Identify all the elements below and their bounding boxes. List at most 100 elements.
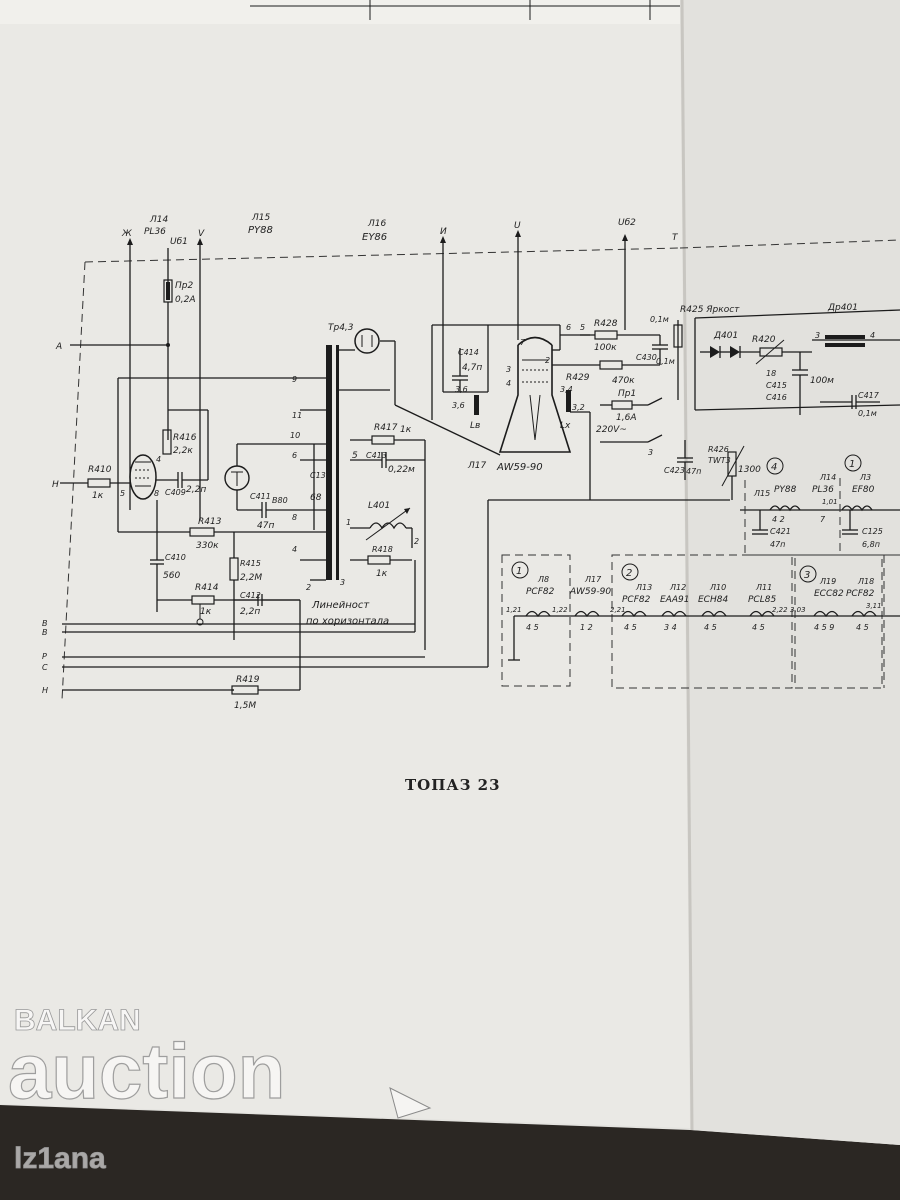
svg-text:2,2к: 2,2к [173, 446, 193, 456]
svg-text:2,2п: 2,2п [240, 607, 260, 617]
svg-text:Др401: Др401 [827, 303, 858, 313]
svg-text:1,5М: 1,5М [234, 701, 256, 711]
mains-switch: 220V~ 3 [596, 425, 663, 457]
svg-text:4 2: 4 2 [772, 515, 785, 524]
svg-text:Пр2: Пр2 [175, 281, 193, 291]
svg-text:C412: C412 [240, 591, 261, 600]
svg-text:ECH84: ECH84 [698, 595, 728, 605]
paper-right-panel [680, 0, 900, 1145]
svg-text:Л8: Л8 [537, 575, 549, 584]
svg-text:1,01: 1,01 [822, 498, 838, 506]
svg-text:С: С [42, 663, 48, 672]
capacitor-c417: C417 0,1м [820, 391, 880, 418]
svg-text:68: 68 [310, 493, 322, 503]
watermark-main: auction [8, 1027, 285, 1115]
svg-text:Л12: Л12 [669, 583, 686, 592]
svg-text:R428: R428 [594, 319, 618, 329]
tube-pl36: 5 4 8 [120, 454, 161, 500]
resistor-r428: R428 100к 6 5 [566, 319, 660, 353]
svg-text:0,1м: 0,1м [858, 409, 877, 418]
svg-text:Л15: Л15 [753, 489, 770, 498]
svg-text:R414: R414 [195, 583, 219, 593]
linearity-label-2: по хоризонтала [306, 616, 389, 627]
svg-text:4 5: 4 5 [704, 623, 717, 632]
chassis-border [84, 247, 681, 263]
resistor-r413: R413 330к [118, 517, 300, 551]
svg-text:7: 7 [520, 338, 526, 347]
svg-text:4: 4 [506, 379, 511, 388]
svg-text:1 2: 1 2 [580, 623, 593, 632]
svg-text:100м: 100м [810, 376, 834, 386]
svg-text:470к: 470к [612, 376, 635, 386]
svg-text:AW59-90: AW59-90 [569, 587, 611, 597]
resistor-r426: R426 TWT3 1300 [708, 445, 761, 500]
svg-text:C416: C416 [766, 393, 787, 402]
svg-text:1,21: 1,21 [506, 606, 522, 614]
svg-text:3: 3 [340, 578, 345, 587]
capacitor-c412: C412 2,2п [234, 591, 300, 617]
svg-text:1300: 1300 [738, 465, 761, 475]
filament-chain-bottom: 1 2 3 Л8 PCF82 Л17 AW59-90 Л13 PCF82 Л12… [501, 554, 900, 689]
svg-text:В: В [42, 619, 48, 628]
svg-text:TWT3: TWT3 [708, 456, 731, 465]
capacitor-c411: C411 47п В80 [237, 492, 300, 531]
svg-text:Л11: Л11 [755, 583, 772, 592]
svg-text:2: 2 [545, 356, 550, 365]
label-v: V [198, 229, 205, 239]
svg-text:11: 11 [292, 411, 302, 420]
filament-chain-right: Л15 PY88 Л14 PL36 Л3 EF80 1,01 4 2 7 C42… [740, 473, 900, 556]
svg-text:1: 1 [346, 518, 351, 527]
svg-text:R415: R415 [240, 559, 261, 568]
tube-header-l14: Л14 PL36 [144, 215, 168, 237]
coil-lx: Lx 3,4 3,2 [560, 385, 585, 431]
svg-text:R419: R419 [236, 675, 260, 685]
svg-text:2,21: 2,21 [610, 606, 626, 614]
svg-text:2,2М: 2,2М [240, 573, 262, 583]
svg-text:18: 18 [766, 369, 776, 378]
svg-text:EF80: EF80 [852, 485, 875, 495]
svg-text:3 4: 3 4 [664, 623, 677, 632]
svg-text:0,1м: 0,1м [650, 315, 669, 324]
svg-text:220V~: 220V~ [596, 425, 627, 435]
svg-text:C13: C13 [310, 471, 326, 480]
svg-text:4: 4 [292, 545, 297, 554]
label-i: И [440, 227, 447, 237]
svg-text:EAA91: EAA91 [660, 595, 689, 605]
svg-text:330к: 330к [196, 541, 219, 551]
fuse-pr1: Пр1 1,6А [600, 389, 663, 423]
tube-ey86 [354, 328, 396, 405]
svg-text:C410: C410 [165, 553, 186, 562]
tube-py88 [224, 443, 300, 510]
svg-text:3,11: 3,11 [866, 602, 882, 610]
label-ub2: Uб2 [618, 218, 636, 228]
svg-text:4: 4 [156, 455, 161, 464]
capacitor-c423: C423 47п [664, 440, 701, 480]
svg-text:1к: 1к [400, 425, 412, 435]
svg-text:Д401: Д401 [713, 331, 738, 341]
capacitor-c414: C414 4,7п 3,6 3,6 [443, 348, 488, 410]
svg-text:3,4: 3,4 [560, 385, 573, 394]
svg-text:6: 6 [566, 323, 571, 332]
svg-text:1: 1 [516, 566, 522, 577]
svg-text:Л16: Л16 [367, 219, 386, 229]
svg-text:5: 5 [120, 489, 125, 498]
svg-text:0,22м: 0,22м [388, 465, 415, 475]
svg-text:R410: R410 [88, 465, 112, 475]
svg-text:Р: Р [42, 652, 47, 661]
svg-text:4 5: 4 5 [624, 623, 637, 632]
crt-aw5990: AW59-90 Л17 7 2 3 4 [467, 336, 572, 473]
svg-text:2: 2 [626, 568, 632, 579]
label-ub1: Uб1 [170, 237, 188, 247]
svg-text:R413: R413 [198, 517, 222, 527]
svg-text:3: 3 [815, 331, 820, 340]
label-r425: R425 Яркост [680, 305, 740, 315]
coil-lb: Lв [470, 395, 480, 431]
svg-text:3,2: 3,2 [572, 403, 585, 412]
svg-text:1,22: 1,22 [552, 606, 568, 614]
svg-text:C125: C125 [862, 527, 883, 536]
watermark: BALKAN auction lz1ana [7, 1004, 432, 1175]
group-4-header: 4 [766, 457, 784, 475]
svg-text:47п: 47п [770, 540, 785, 549]
resistor-r420: R420 18 C415 C416 [740, 335, 812, 402]
